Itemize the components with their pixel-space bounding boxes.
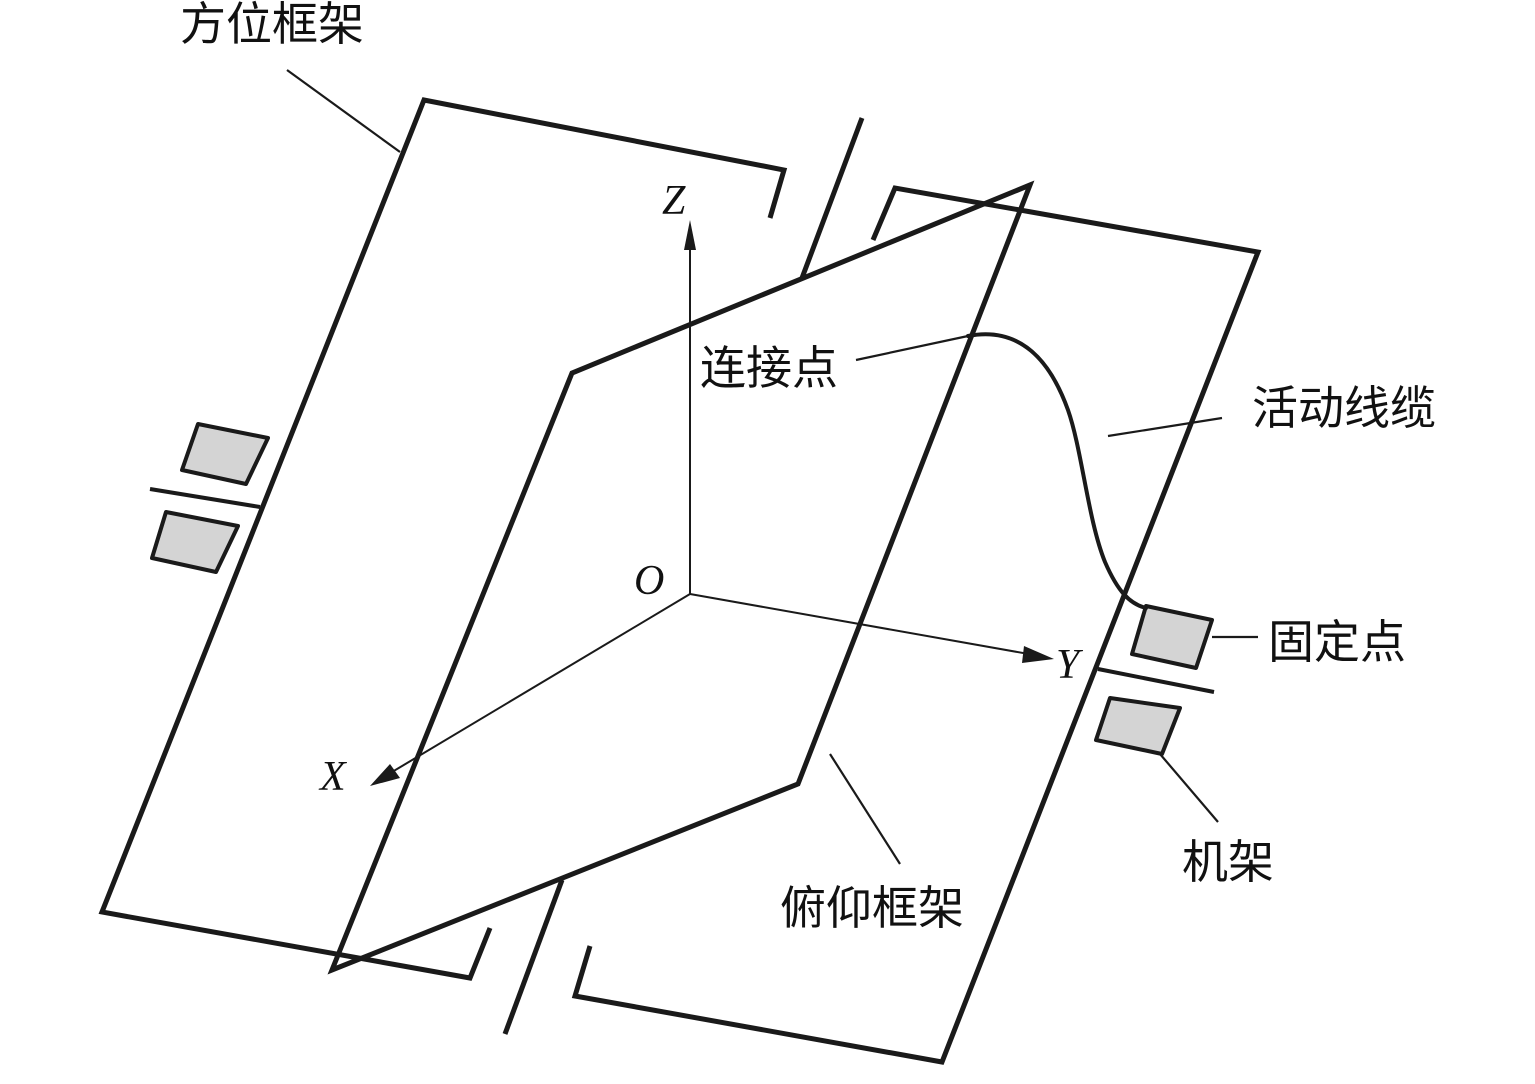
right-bearing — [1094, 604, 1215, 756]
y-axis — [689, 593, 1041, 657]
connection-point-label: 连接点 — [700, 341, 838, 395]
pitch-frame-leader — [829, 753, 901, 865]
connection-point-leader — [855, 334, 969, 362]
fixed-point-label: 固定点 — [1268, 615, 1406, 669]
origin-label: O — [634, 558, 664, 604]
rack-block — [1094, 696, 1182, 756]
leader-lines — [286, 69, 1258, 865]
left-bearing-divider — [149, 487, 261, 509]
y-axis-arrow — [1022, 646, 1054, 663]
x-axis — [381, 593, 691, 779]
z-axis-label: Z — [662, 178, 686, 224]
y-axis-label: Y — [1056, 642, 1084, 688]
rack-label: 机架 — [1182, 835, 1274, 889]
rack-leader — [1159, 753, 1219, 823]
azimuth-frame-label: 方位框架 — [180, 0, 364, 51]
x-axis-arrow — [370, 764, 400, 786]
azimuth-shaft-top — [799, 117, 865, 279]
coordinate-axes — [370, 220, 1054, 786]
pitch-frame-label: 俯仰框架 — [780, 881, 964, 935]
pitch-frame — [327, 180, 1035, 975]
right-bearing-divider — [1097, 667, 1215, 694]
x-axis-label: X — [318, 754, 348, 800]
azimuth-frame-right-part — [571, 185, 1262, 1065]
moving-cable-leader — [1107, 416, 1223, 438]
fixed-point-block — [1130, 604, 1214, 670]
azimuth-frame-leader — [286, 69, 401, 153]
z-axis-arrow — [684, 220, 696, 250]
azimuth-frame-left-part — [98, 97, 788, 981]
azimuth-shaft-bottom — [502, 879, 565, 1035]
moving-cable-label: 活动线缆 — [1252, 381, 1436, 435]
moving-cable — [966, 332, 1148, 610]
azimuth-frame — [98, 97, 1262, 1065]
left-bearing-block-lower — [150, 510, 240, 574]
left-bearing — [149, 422, 270, 574]
left-bearing-block-upper — [180, 422, 270, 486]
